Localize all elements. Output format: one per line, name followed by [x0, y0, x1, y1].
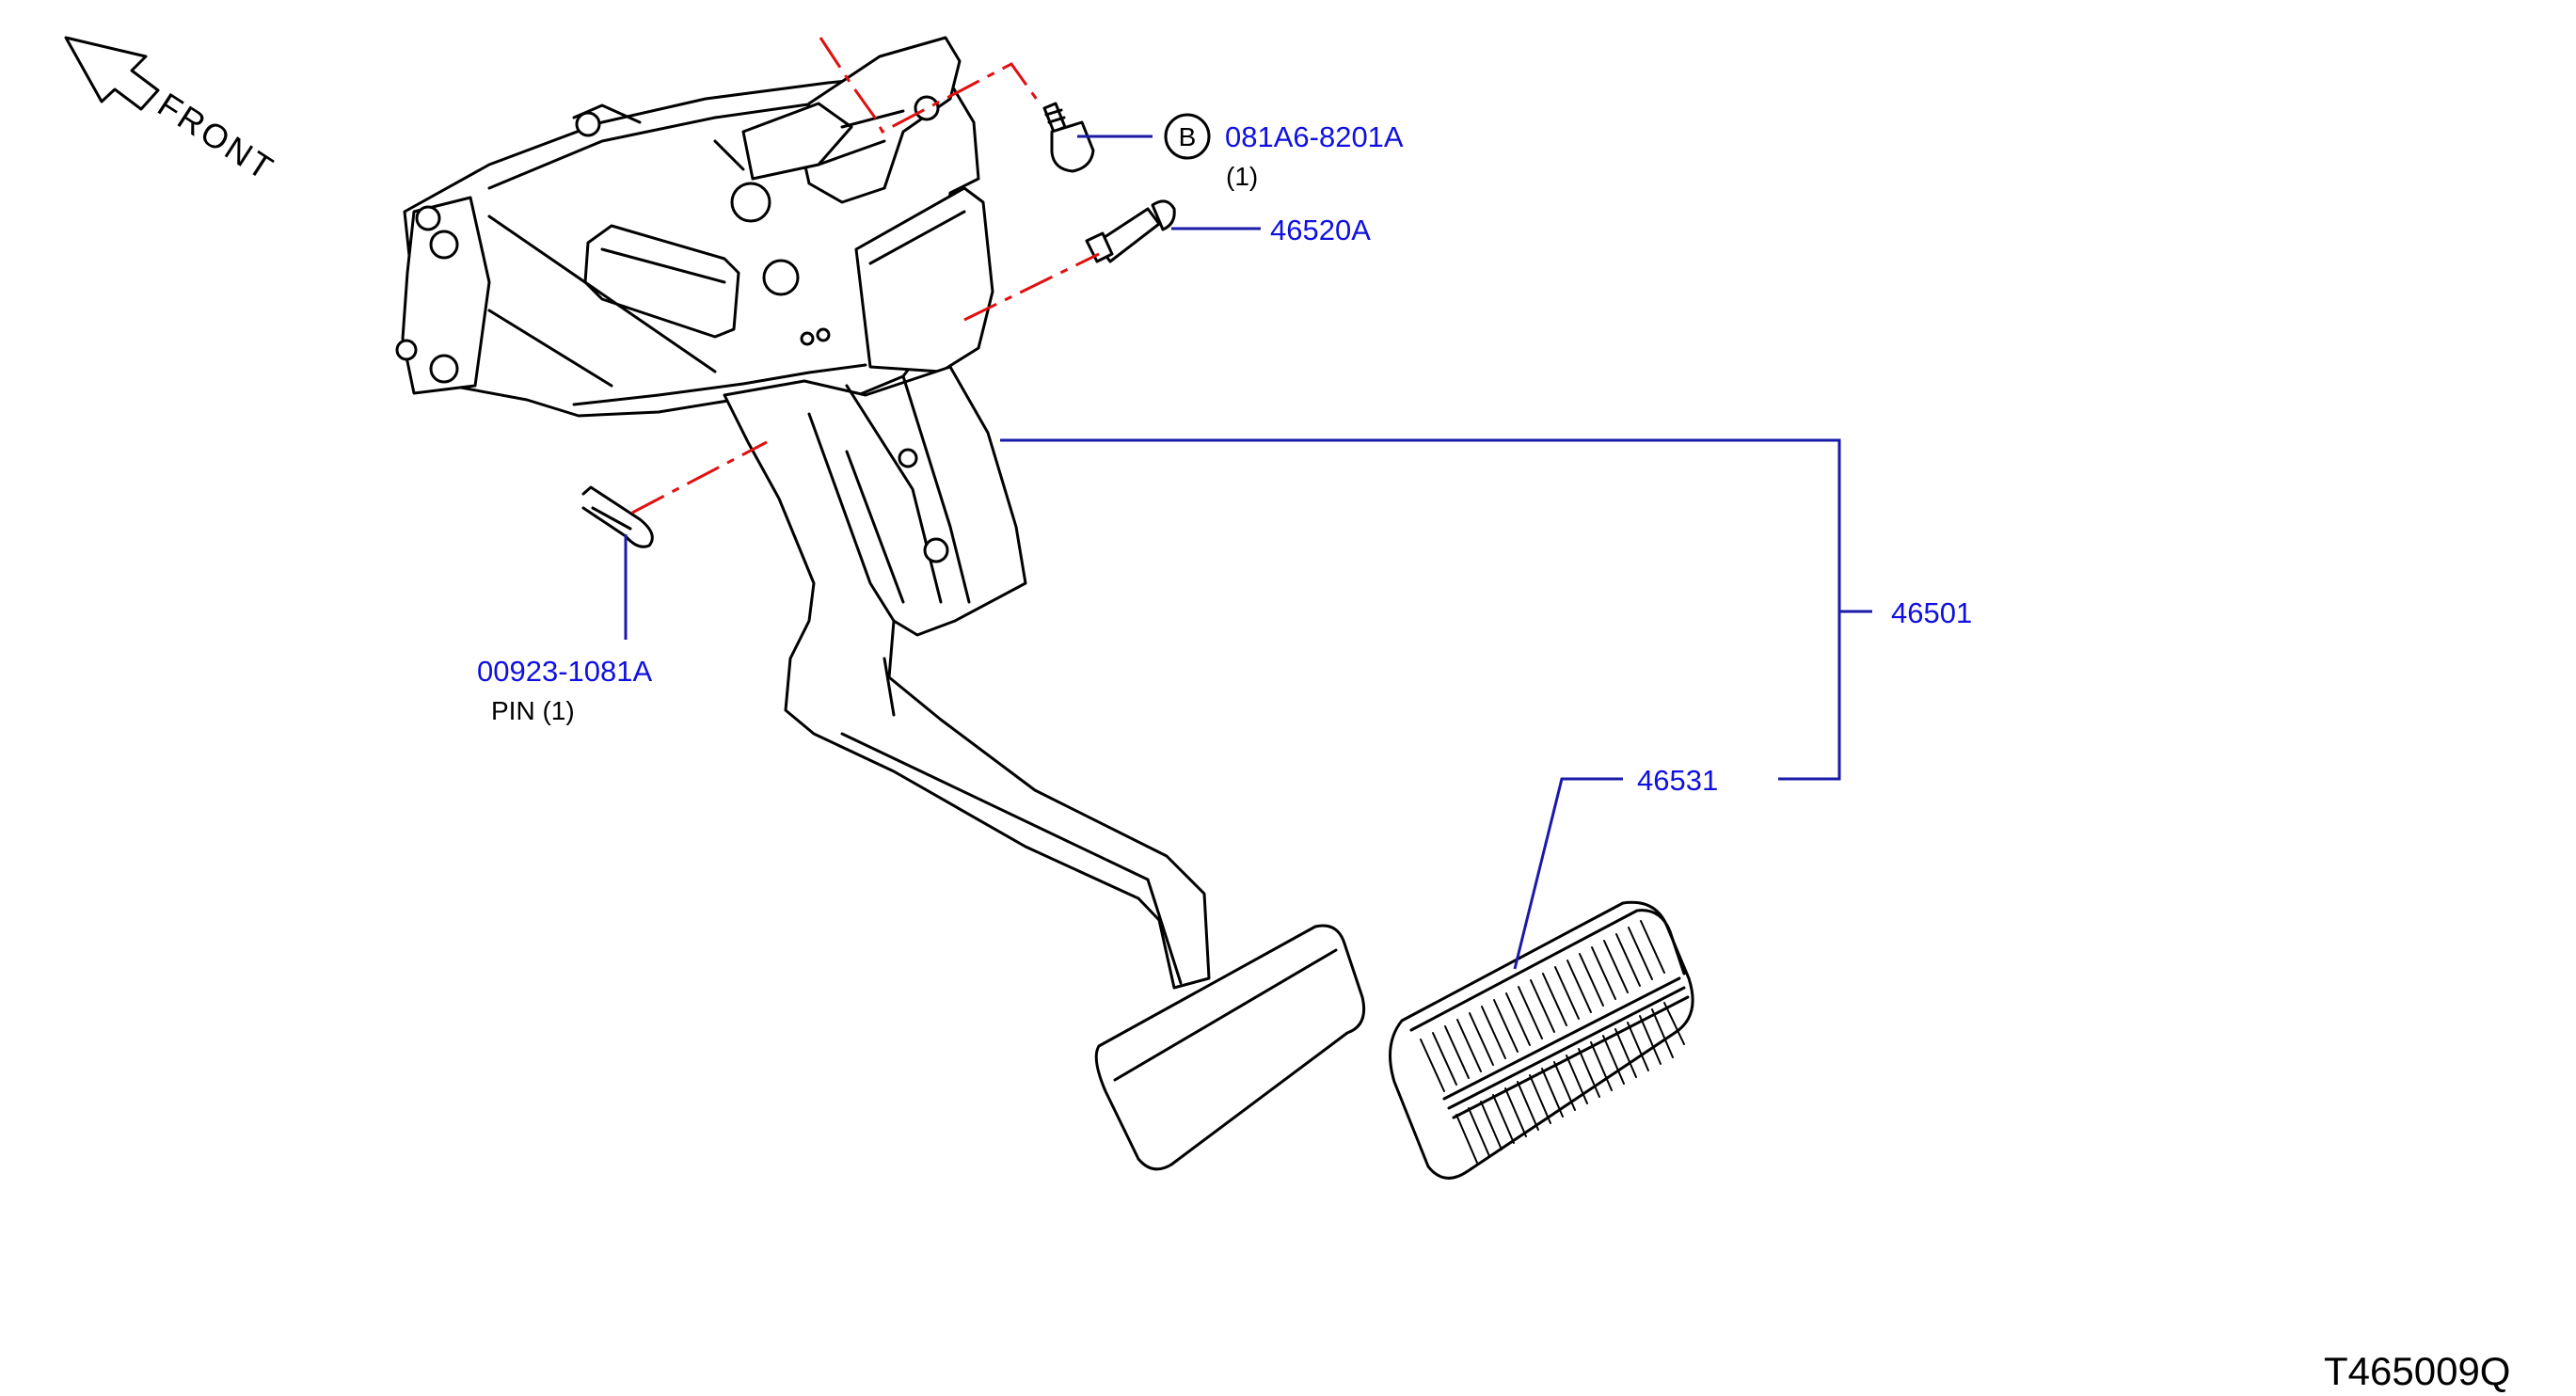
reference-symbol-b: B — [1164, 113, 1211, 160]
bolt-part-number: 081A6-8201A — [1225, 120, 1404, 153]
pin-part-number: 00923-1081A — [477, 655, 652, 688]
drawing-code: T465009Q — [2324, 1349, 2510, 1393]
pedal-assembly-part-number: 46501 — [1891, 596, 1972, 629]
leader-lines — [624, 135, 1872, 970]
snap-pin — [581, 485, 654, 548]
pedal-arm — [723, 365, 1211, 990]
reference-symbol-letter: B — [1179, 122, 1197, 151]
stopper-part-number: 46520A — [1270, 214, 1371, 246]
assembly-centerlines — [631, 37, 1100, 515]
stopper-pin — [1085, 199, 1176, 263]
pedal-bracket — [395, 36, 994, 418]
pin-quantity: PIN (1) — [491, 696, 575, 725]
bolt-quantity: (1) — [1226, 162, 1258, 191]
pedal-plate — [1094, 924, 1366, 1171]
pedal-pad-part-number: 46531 — [1637, 764, 1718, 797]
front-arrow-icon — [64, 36, 160, 111]
bolt — [1042, 102, 1095, 173]
pedal-pad-ribbed — [1389, 900, 1694, 1180]
front-label: FRONT — [151, 85, 282, 188]
